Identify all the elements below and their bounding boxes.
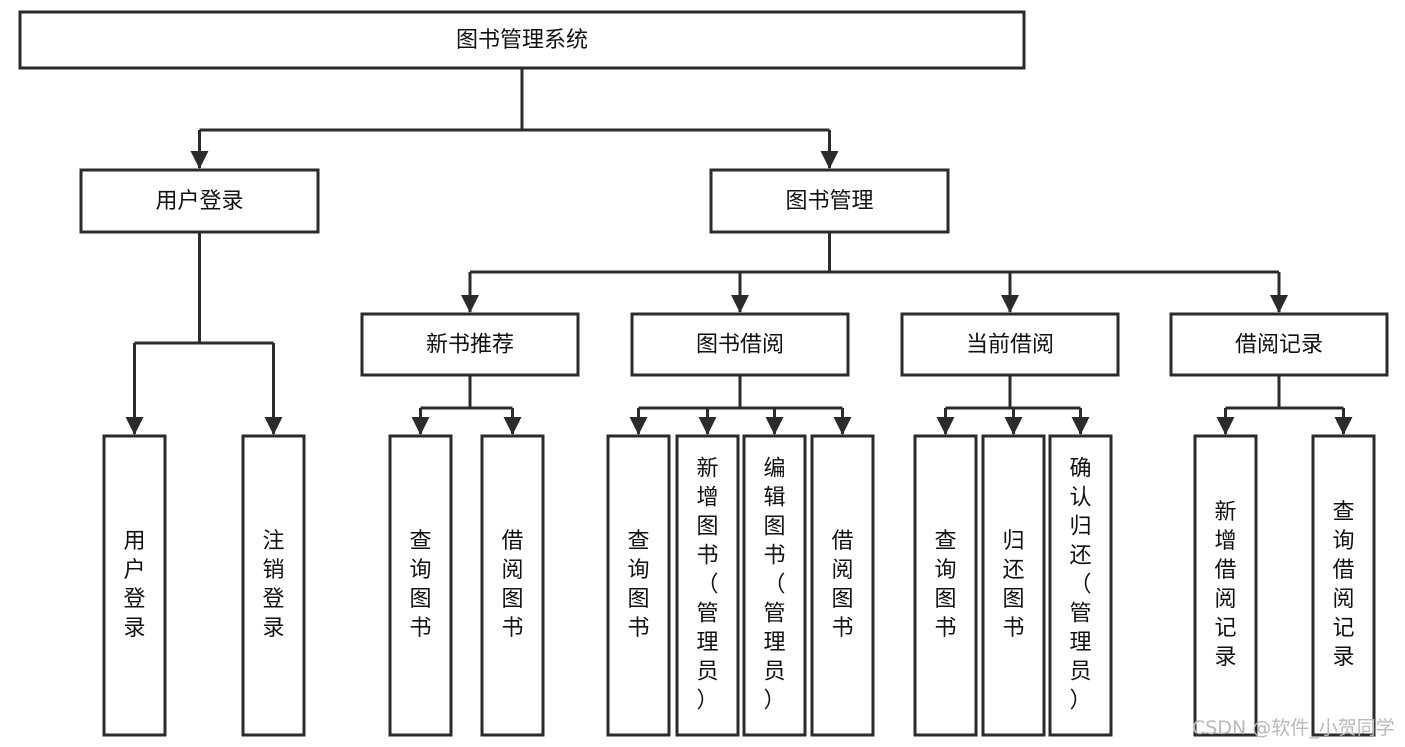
node-box-new-book-rec — [360, 312, 580, 377]
node-box-borrow-record — [1169, 312, 1389, 377]
node-leaf-borrow-book-1[interactable]: 借阅图书 — [480, 434, 545, 737]
node-root[interactable]: 图书管理系统 — [18, 10, 1026, 70]
arrow-head-icon — [1270, 295, 1288, 313]
arrow-head-icon — [1216, 417, 1235, 435]
arrow-head-icon — [1071, 417, 1090, 435]
node-label-new-book-rec: 新书推荐 — [426, 333, 514, 358]
node-leaf-edit-book[interactable]: 编辑图书（管理员） — [742, 434, 807, 737]
connector-borrowrecord-to-leaves — [1216, 375, 1353, 435]
node-label-leaf-user-login: 用户登录 — [123, 529, 145, 641]
node-box-root — [18, 10, 1026, 70]
node-label-leaf-query-book-1: 查询图书 — [409, 529, 431, 641]
arrow-head-icon — [461, 295, 479, 313]
node-leaf-borrow-book-2[interactable]: 借阅图书 — [810, 434, 875, 737]
connector-bookborrow-to-leaves — [629, 375, 852, 435]
node-box-leaf-borrow-book-2 — [810, 434, 875, 737]
node-label-user-login: 用户登录 — [155, 189, 243, 214]
node-label-leaf-add-record: 新增借阅记录 — [1214, 500, 1236, 670]
node-label-leaf-add-book: 新增图书（管理员） — [696, 457, 718, 714]
connector-user-login-to-leaves — [125, 232, 283, 435]
node-label-leaf-borrow-book-2: 借阅图书 — [831, 529, 853, 641]
node-leaf-query-book-2[interactable]: 查询图书 — [606, 434, 671, 737]
node-box-leaf-query-book-1 — [388, 434, 453, 737]
node-label-current-borrow: 当前借阅 — [966, 333, 1054, 358]
node-book-borrow[interactable]: 图书借阅 — [630, 312, 850, 377]
node-label-borrow-record: 借阅记录 — [1235, 333, 1323, 358]
connector-currentborrow-to-leaves — [936, 375, 1090, 435]
arrow-head-icon — [833, 417, 852, 435]
node-box-book-borrow — [630, 312, 850, 377]
node-box-leaf-query-book-2 — [606, 434, 671, 737]
node-box-leaf-add-record — [1193, 434, 1258, 737]
node-new-book-rec[interactable]: 新书推荐 — [360, 312, 580, 377]
arrow-head-icon — [731, 295, 749, 313]
arrow-head-icon — [190, 151, 209, 169]
node-layer: 图书管理系统用户登录图书管理新书推荐图书借阅当前借阅借阅记录用户登录注销登录查询… — [18, 10, 1389, 737]
connector-layer — [125, 68, 1353, 435]
node-label-leaf-query-book-3: 查询图书 — [934, 529, 956, 641]
node-leaf-user-logout[interactable]: 注销登录 — [241, 434, 306, 737]
connector-newbook-to-leaves — [411, 375, 522, 435]
node-book-admin[interactable]: 图书管理 — [709, 168, 950, 234]
node-label-root: 图书管理系统 — [456, 28, 588, 53]
arrow-head-icon — [125, 417, 144, 435]
arrow-head-icon — [503, 417, 522, 435]
node-leaf-user-login[interactable]: 用户登录 — [102, 434, 167, 737]
arrow-head-icon — [1004, 417, 1023, 435]
arrow-head-icon — [264, 417, 283, 435]
node-leaf-return-book[interactable]: 归还图书 — [981, 434, 1046, 737]
node-label-book-admin: 图书管理 — [785, 189, 873, 214]
node-label-leaf-edit-book: 编辑图书（管理员） — [763, 457, 785, 714]
node-label-leaf-user-logout: 注销登录 — [262, 529, 284, 641]
node-box-leaf-user-logout — [241, 434, 306, 737]
node-leaf-query-book-3[interactable]: 查询图书 — [913, 434, 978, 737]
node-box-leaf-query-record — [1311, 434, 1376, 737]
node-leaf-confirm-return[interactable]: 确认归还（管理员） — [1048, 434, 1113, 737]
node-box-user-login — [79, 168, 320, 234]
node-leaf-add-book[interactable]: 新增图书（管理员） — [675, 434, 740, 737]
node-current-borrow[interactable]: 当前借阅 — [900, 312, 1120, 377]
node-label-leaf-confirm-return: 确认归还（管理员） — [1069, 457, 1091, 714]
arrow-head-icon — [629, 417, 648, 435]
node-label-leaf-query-book-2: 查询图书 — [627, 529, 649, 641]
node-label-book-borrow: 图书借阅 — [696, 333, 784, 358]
arrow-head-icon — [765, 417, 784, 435]
arrow-head-icon — [936, 417, 955, 435]
node-leaf-add-record[interactable]: 新增借阅记录 — [1193, 434, 1258, 737]
arrow-head-icon — [698, 417, 717, 435]
node-label-leaf-return-book: 归还图书 — [1002, 529, 1024, 641]
node-box-leaf-add-book — [675, 434, 740, 737]
node-label-leaf-borrow-book-1: 借阅图书 — [501, 529, 523, 641]
node-box-leaf-return-book — [981, 434, 1046, 737]
node-leaf-query-record[interactable]: 查询借阅记录 — [1311, 434, 1376, 737]
arrow-head-icon — [1001, 295, 1019, 313]
node-box-leaf-edit-book — [742, 434, 807, 737]
node-box-leaf-query-book-3 — [913, 434, 978, 737]
node-box-leaf-confirm-return — [1048, 434, 1113, 737]
arrow-head-icon — [411, 417, 430, 435]
node-borrow-record[interactable]: 借阅记录 — [1169, 312, 1389, 377]
node-box-leaf-borrow-book-1 — [480, 434, 545, 737]
node-user-login[interactable]: 用户登录 — [79, 168, 320, 234]
node-box-book-admin — [709, 168, 950, 234]
node-box-leaf-user-login — [102, 434, 167, 737]
node-label-leaf-query-record: 查询借阅记录 — [1332, 500, 1354, 670]
arrow-head-icon — [1334, 417, 1353, 435]
connector-root-to-level2 — [190, 68, 839, 169]
node-box-current-borrow — [900, 312, 1120, 377]
node-leaf-query-book-1[interactable]: 查询图书 — [388, 434, 453, 737]
connector-book-admin-to-level3 — [461, 232, 1288, 313]
arrow-head-icon — [820, 151, 839, 169]
